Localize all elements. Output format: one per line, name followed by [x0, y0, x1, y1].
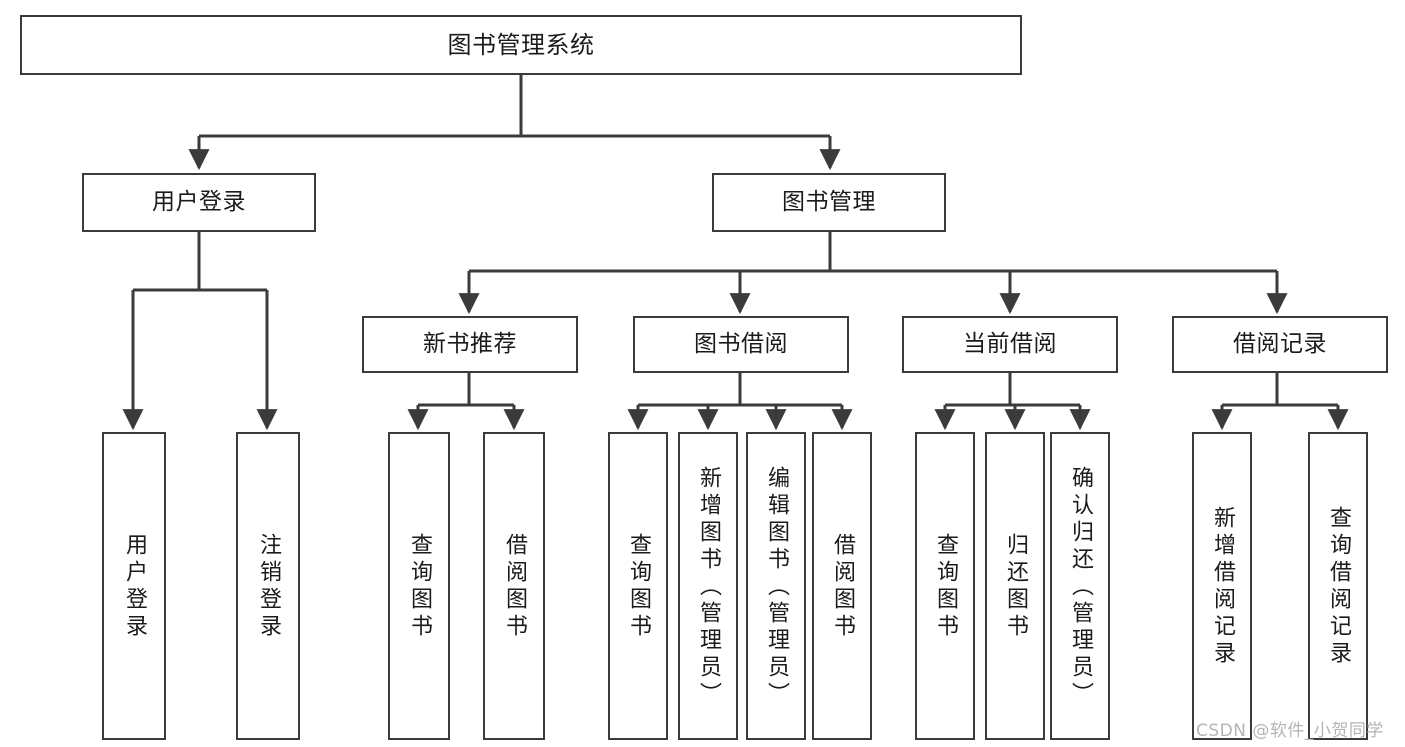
- leaf-user-login-logout[interactable]: 注销登录: [236, 432, 300, 740]
- leaf-new-book-query[interactable]: 查询图书: [388, 432, 450, 740]
- leaf-record-query-record[interactable]: 查询借阅记录: [1308, 432, 1368, 740]
- leaf-current-query-book[interactable]: 查询图书: [915, 432, 975, 740]
- node-current-borrow[interactable]: 当前借阅: [902, 316, 1118, 373]
- leaf-current-return-book[interactable]: 归还图书: [985, 432, 1045, 740]
- leaf-user-login-login[interactable]: 用户登录: [102, 432, 166, 740]
- node-borrow-record[interactable]: 借阅记录: [1172, 316, 1388, 373]
- node-book-borrow[interactable]: 图书借阅: [633, 316, 849, 373]
- node-book-management[interactable]: 图书管理: [712, 173, 946, 232]
- leaf-borrow-borrow-book[interactable]: 借阅图书: [812, 432, 872, 740]
- leaf-record-add-record[interactable]: 新增借阅记录: [1192, 432, 1252, 740]
- leaf-new-book-borrow[interactable]: 借阅图书: [483, 432, 545, 740]
- node-new-book-recommend[interactable]: 新书推荐: [362, 316, 578, 373]
- node-user-login[interactable]: 用户登录: [82, 173, 316, 232]
- leaf-borrow-add-book-admin[interactable]: 新增图书（管理员）: [678, 432, 738, 740]
- node-root-system[interactable]: 图书管理系统: [20, 15, 1022, 75]
- csdn-watermark: CSDN @软件_小贺同学: [1196, 721, 1384, 741]
- leaf-current-confirm-return-admin[interactable]: 确认归还（管理员）: [1050, 432, 1110, 740]
- leaf-borrow-query-book[interactable]: 查询图书: [608, 432, 668, 740]
- leaf-borrow-edit-book-admin[interactable]: 编辑图书（管理员）: [746, 432, 806, 740]
